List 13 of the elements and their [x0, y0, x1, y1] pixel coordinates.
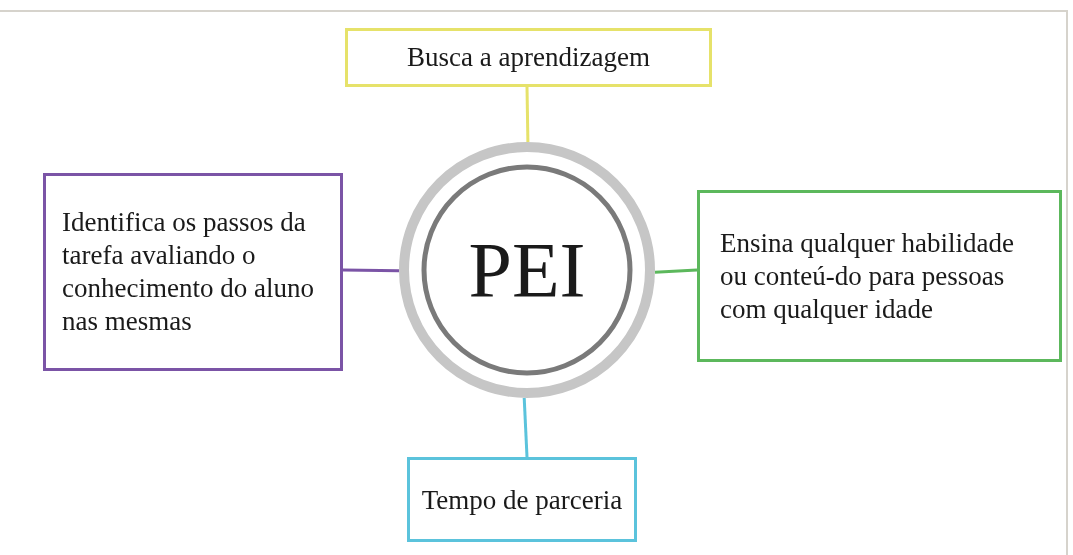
text-box: [407, 457, 637, 542]
connector-line: [525, 86, 530, 143]
center-label: PEI: [468, 231, 586, 309]
text-box: [697, 190, 1062, 362]
connector-line: [654, 268, 698, 274]
box-text: Tempo de parceria: [421, 483, 623, 516]
connector-line: [342, 268, 400, 273]
connector-line: [522, 397, 529, 458]
text-box: [345, 28, 712, 87]
text-box: [43, 173, 343, 371]
box-text: Ensina qualquer habilidade ou conteú-do para pessoas com qualquer idade: [720, 226, 1015, 326]
box-text: Busca a aprendizagem: [407, 41, 650, 75]
box-text: Identifica os passos da tarefa avaliando o conhecimento do aluno nas mesmas: [62, 206, 315, 338]
